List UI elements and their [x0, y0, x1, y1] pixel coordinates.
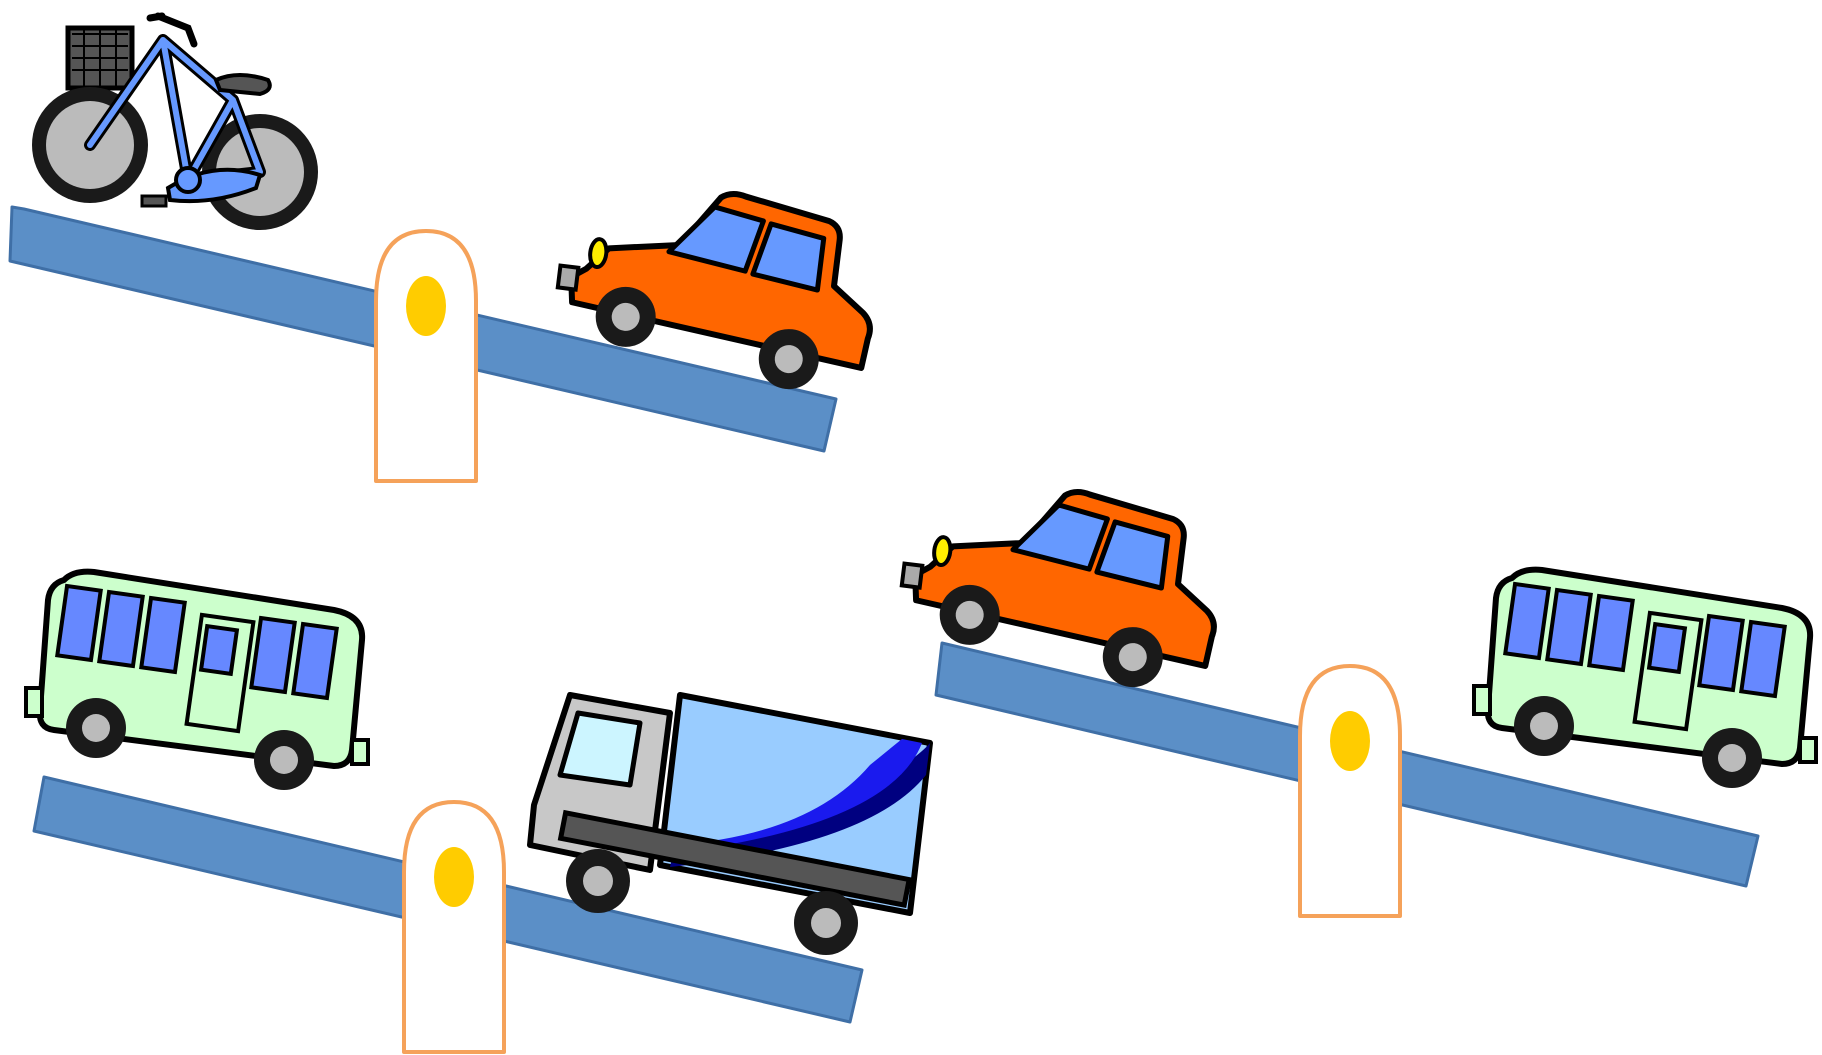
seesaw-fulcrum	[1298, 664, 1402, 918]
seesaw-fulcrum	[402, 800, 506, 1054]
bus-icon	[1474, 570, 1816, 788]
seesaw-fulcrum	[374, 229, 478, 483]
seesaw-bicycle-vs-car	[8, 16, 884, 483]
bicycle-icon	[32, 16, 318, 230]
seesaw-car-vs-bus	[893, 472, 1816, 918]
seesaw-bus-vs-truck	[26, 572, 930, 1054]
bus-icon	[26, 572, 368, 790]
